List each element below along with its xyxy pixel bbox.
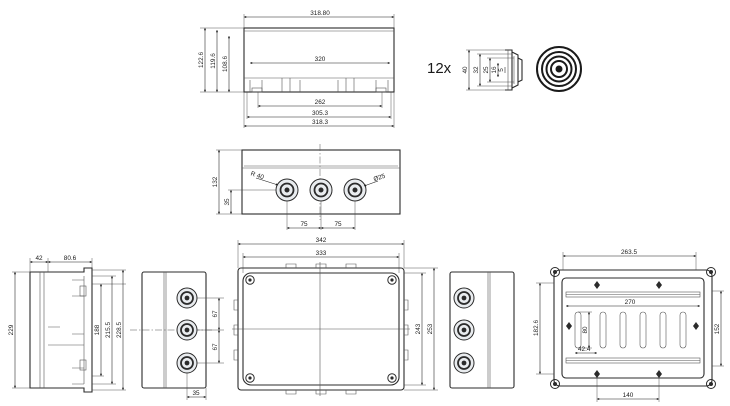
side-elevation-view: R 40 Ø25 132 35 75 75: [212, 144, 401, 230]
top-screw-bl: [245, 373, 255, 383]
dim-height-total: 122.6: [198, 52, 205, 68]
dim-base-80: 80: [582, 326, 589, 334]
top-screw-br: [387, 373, 397, 383]
dim-section-188: 188: [94, 324, 101, 335]
dim-base-3: 318.3: [312, 119, 328, 126]
front-latch-ribs: [249, 80, 389, 92]
base-slot-3: [619, 311, 627, 349]
base-mount-hole-tr: [706, 267, 716, 277]
base-outer-outline: [553, 269, 713, 387]
top-side-bosses: [233, 299, 409, 361]
dim-section-42: 42: [35, 255, 43, 262]
dim-height-3: 108.6: [222, 56, 229, 72]
base-slot-2: [599, 311, 607, 349]
top-view: 342 333 243 253: [232, 237, 438, 396]
dim-inner: 320: [315, 56, 326, 63]
gland-detail: 12x 40 32 25 16 5: [427, 46, 582, 92]
base-inner-outline: [561, 277, 705, 379]
dim-side-height: 132: [212, 176, 219, 187]
dim-spacing-75-right: 75: [334, 221, 342, 228]
dim-base-140: 140: [623, 392, 634, 399]
end-view-right-outline: [449, 271, 515, 389]
base-slot-1: [574, 311, 582, 349]
base-slot-5: [659, 311, 667, 349]
gland-ring-4: [550, 60, 568, 78]
base-slot-6: [679, 311, 687, 349]
gland-center: [555, 65, 563, 73]
top-screw-tl: [245, 275, 255, 285]
dim-base-263-5: 263.5: [621, 249, 637, 256]
dim-section-229: 229: [8, 324, 15, 335]
front-hinge-marks: [281, 78, 355, 92]
dim-top-333: 333: [316, 250, 327, 257]
top-screw-tr: [387, 275, 397, 285]
front-foot-right: [375, 87, 387, 93]
front-elevation-view: 318.80 320 122.6 119.6 108.6 262 305.3 3…: [198, 10, 395, 128]
dim-end-67-top: 67: [212, 310, 219, 318]
dim-base-42-4: 42.4: [578, 346, 591, 353]
base-mount-hole-bl: [550, 379, 560, 389]
gland-ring-2: [541, 51, 577, 87]
dim-gland-16: 16: [491, 66, 498, 74]
dim-section-80-6: 80.6: [64, 255, 77, 262]
dim-top-342: 342: [316, 237, 327, 244]
end-view-left: 67 67 35: [130, 271, 224, 400]
dim-base-270: 270: [625, 299, 636, 306]
base-mount-hole-br: [706, 379, 716, 389]
dim-base-1: 262: [315, 99, 326, 106]
top-gland-bosses: [285, 263, 357, 395]
dim-top-253: 253: [427, 323, 434, 334]
base-view: 263.5 270 182.6 152 80 42.4 140: [533, 249, 724, 402]
left-section-view: 42 80.6 229 188 215.5 228.5: [8, 255, 126, 393]
dim-diameter-25: Ø25: [373, 173, 387, 184]
end-view-right: [449, 271, 515, 389]
dim-end-35: 35: [192, 390, 200, 397]
gland-quantity: 12x: [427, 60, 452, 77]
section-outline: [29, 267, 93, 393]
base-mount-hole-tl: [550, 267, 560, 277]
dim-section-228-5: 228.5: [116, 322, 123, 338]
dim-width-top: 318.80: [310, 10, 330, 17]
dim-gland-25: 25: [483, 66, 490, 74]
dim-spacing-75-left: 75: [300, 221, 308, 228]
gland-ring-3: [545, 55, 573, 83]
dim-height-2: 119.6: [210, 53, 217, 69]
dim-base-2: 305.3: [312, 110, 328, 117]
base-slot-4: [639, 311, 647, 349]
gland-profile: [505, 49, 523, 91]
dim-base-182-6: 182.6: [533, 320, 540, 336]
front-body-outline: [243, 27, 395, 93]
dim-section-215-5: 215.5: [105, 322, 112, 338]
dim-radius-40: R 40: [250, 170, 265, 181]
dim-base-152: 152: [714, 323, 721, 334]
dim-gland-32: 32: [473, 66, 480, 74]
dim-side-35: 35: [224, 198, 231, 206]
dim-end-67-bottom: 67: [212, 343, 219, 351]
dim-gland-5: 5: [498, 68, 505, 72]
dim-top-243: 243: [415, 323, 422, 334]
front-foot-left: [251, 87, 263, 93]
dim-gland-40: 40: [462, 66, 469, 74]
